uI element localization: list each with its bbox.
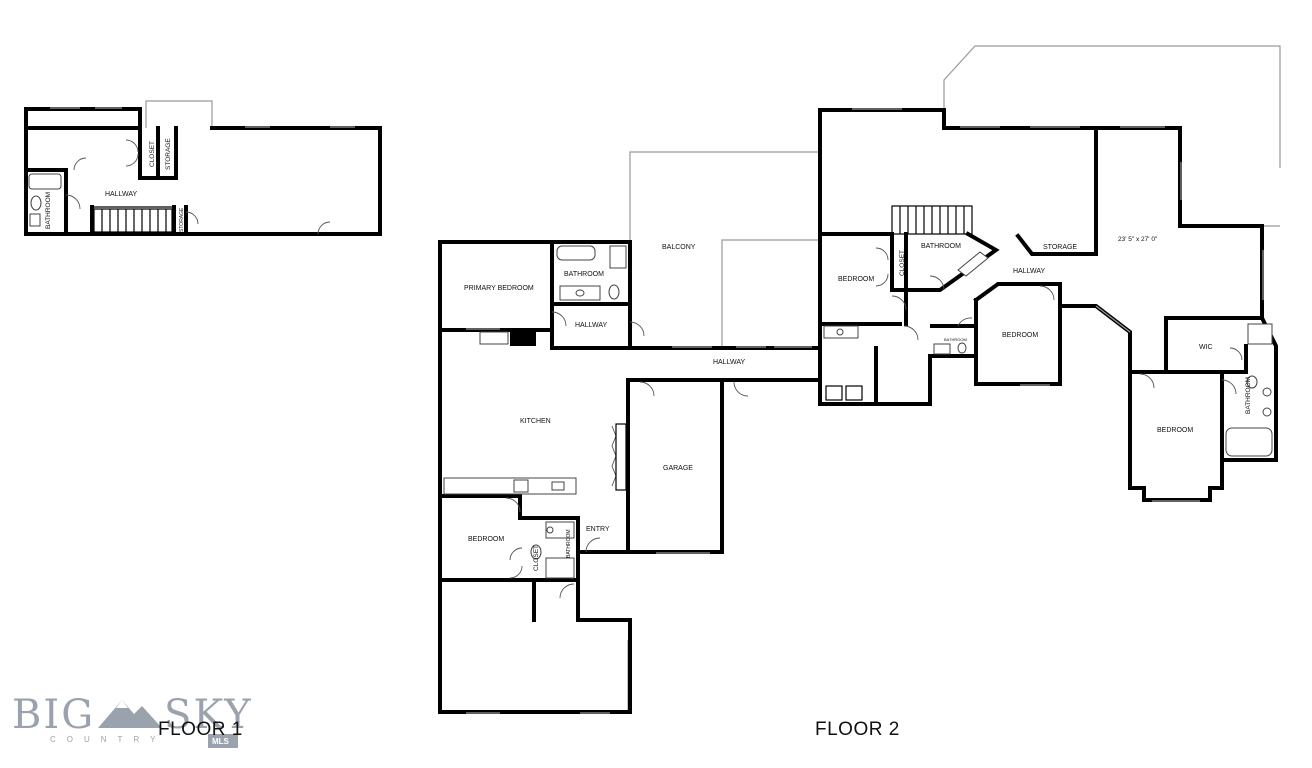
balcony-label: BALCONY: [662, 244, 696, 251]
storage-label: STORAGE: [1043, 244, 1077, 251]
mountain-icon: [98, 700, 162, 728]
entry-label: ENTRY: [586, 526, 610, 533]
big-room-dimensions: 23' 5" x 27' 0": [1118, 236, 1158, 243]
east-bathroom-label: BATHROOM: [1245, 377, 1252, 414]
floor2-doors: [505, 247, 1243, 599]
north-closet-label: CLOSET: [899, 250, 906, 276]
balcony-outline: [629, 151, 820, 348]
logo-word-right: SKY: [164, 692, 253, 738]
wic-label: WIC: [1199, 344, 1213, 351]
big-sky-country-mls-logo: BIG SKY COUNTRY MLS: [12, 692, 253, 748]
sw-bathroom-label: BATHROOM: [566, 529, 572, 558]
floor1-hallway-label: HALLWAY: [105, 191, 137, 198]
primary-bedroom-label: PRIMARY BEDROOM: [464, 285, 534, 292]
logo-word-left: BIG: [12, 692, 95, 738]
mls-badge: [208, 734, 238, 748]
sw-closet-label: CLOSET: [533, 545, 540, 571]
floor1-door: [65, 194, 81, 210]
tiny-bathroom-label: BATHROOM: [944, 337, 967, 342]
logo-tagline: COUNTRY: [50, 735, 166, 744]
north-bedroom-label: BEDROOM: [838, 276, 874, 283]
primary-bathtub: [556, 245, 596, 261]
mls-badge-text: MLS: [212, 737, 230, 746]
floor-2-plan: PRIMARY BEDROOM BATHROOM BALCONY HALLWAY…: [438, 45, 1281, 714]
floor-1-title: FLOOR 1: [158, 719, 243, 740]
main-hallway-label: HALLWAY: [713, 359, 745, 366]
kitchen-counter: [443, 477, 577, 495]
floor1-outer-wall: [24, 107, 142, 130]
floor1-closet-label: CLOSET: [149, 141, 156, 167]
floor1-bathroom-label: BATHROOM: [45, 192, 52, 229]
north-bathroom-label: BATHROOM: [921, 243, 961, 250]
floor1-porch: [145, 100, 213, 128]
primary-hallway-label: HALLWAY: [575, 322, 607, 329]
garage-label: GARAGE: [663, 465, 693, 472]
fireplace: [510, 332, 536, 346]
kitchen-label: KITCHEN: [520, 418, 551, 425]
floor1-storage-small-label: STORAGE: [179, 207, 185, 232]
floor1-bathtub: [28, 173, 62, 190]
upper-deck-outline: [943, 45, 1281, 168]
floor2-stairs: [891, 205, 973, 235]
east-bedroom-label: BEDROOM: [1157, 427, 1193, 434]
east-bathtub: [1225, 427, 1273, 457]
center-bedroom-label: BEDROOM: [1002, 332, 1038, 339]
primary-bathroom-label: BATHROOM: [564, 271, 604, 278]
sw-bedroom-label: BEDROOM: [468, 536, 504, 543]
floor2-outer-walls: [438, 108, 1264, 714]
floor-1-plan: HALLWAY CLOSET STORAGE BATHROOM STORAGE: [24, 100, 382, 236]
floor-2-title: FLOOR 2: [815, 719, 900, 740]
east-hallway-label: HALLWAY: [1013, 268, 1045, 275]
floor2-middle-walls: [818, 126, 1278, 502]
floor1-stairs: [93, 208, 173, 233]
floor1-storage-label: STORAGE: [165, 138, 172, 170]
